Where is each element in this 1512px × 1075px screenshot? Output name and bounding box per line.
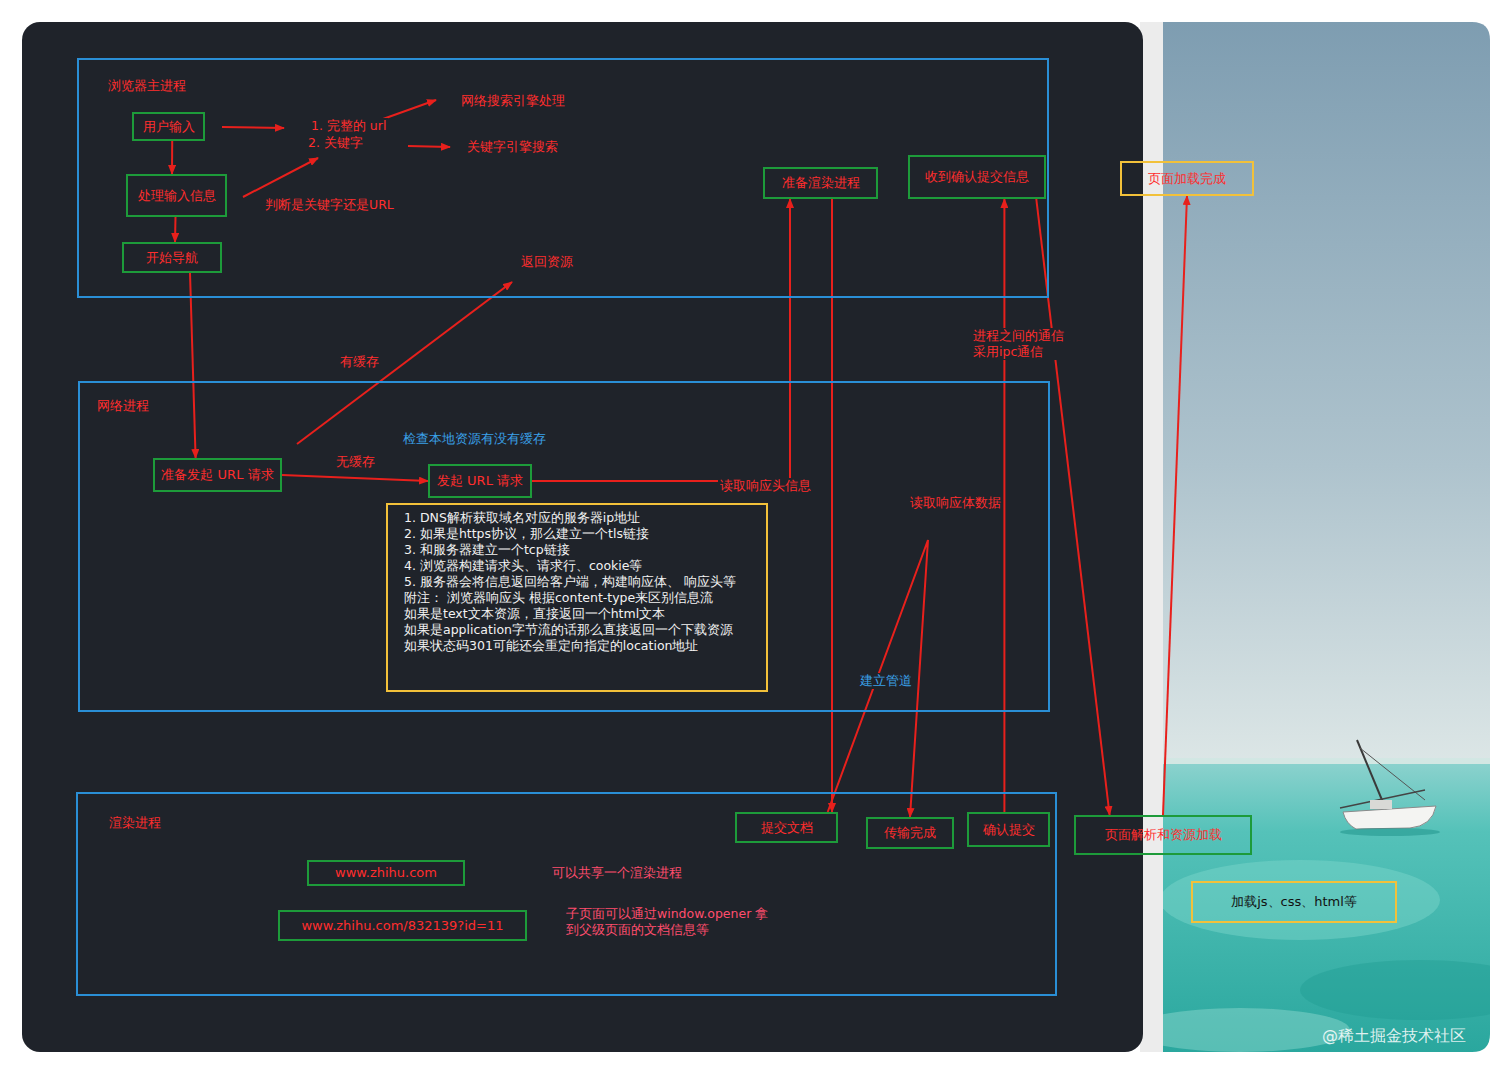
note-label: 子页面可以通过window.opener 拿到父级页面的文档信息等 <box>564 906 778 938</box>
process-box: 开始导航 <box>122 242 222 273</box>
process-box: 准备发起 URL 请求 <box>153 458 282 492</box>
shallow-water <box>1130 1008 1350 1052</box>
process-box: 收到确认提交信息 <box>908 155 1046 199</box>
note-label: 返回资源 <box>519 254 575 270</box>
note-line: 3. 和服务器建立一个tcp链接 <box>404 542 754 558</box>
connector <box>828 540 928 817</box>
connector <box>1163 196 1187 815</box>
box-text: 开始导航 <box>146 250 198 266</box>
option-label: 2. 关键字 <box>306 135 365 151</box>
result-box: 页面加载完成 <box>1120 161 1254 196</box>
box-text: 提交文档 <box>761 820 813 836</box>
note-label: 读取响应体数据 <box>908 495 1003 511</box>
url-box: www.zhihu.com/832139?id=11 <box>278 910 527 941</box>
process-box: 准备渲染进程 <box>763 167 878 199</box>
note-line: 1. DNS解析获取域名对应的服务器ip地址 <box>404 510 754 526</box>
option-label: 1. 完整的 url <box>309 118 388 134</box>
url-box: www.zhihu.com <box>307 860 465 886</box>
process-box: 传输完成 <box>866 817 954 849</box>
leader-arrow <box>243 158 318 197</box>
connector <box>831 199 833 812</box>
process-box: 处理输入信息 <box>126 174 227 217</box>
note-line: 如果状态码301可能还会重定向指定的location地址 <box>404 638 754 654</box>
note-label: 有缓存 <box>338 354 381 370</box>
connector <box>282 475 428 481</box>
process-box: 确认提交 <box>967 812 1050 847</box>
note-label: 可以共享一个渲染进程 <box>550 865 684 881</box>
note-label: 网络搜索引擎处理 <box>459 93 567 109</box>
beach-photo <box>1130 22 1512 1052</box>
note-line: 如果是text文本资源，直接返回一个html文本 <box>404 606 754 622</box>
box-text: 传输完成 <box>884 825 936 841</box>
boat-outrigger <box>1340 790 1425 808</box>
box-text: 加载js、css、html等 <box>1231 894 1357 910</box>
leader-arrow <box>383 100 436 119</box>
boat-hull <box>1343 806 1436 829</box>
note-line: 2. 如果是https协议，那么建立一个tls链接 <box>404 526 754 542</box>
box-text: www.zhihu.com/832139?id=11 <box>301 918 503 934</box>
connector <box>190 273 196 458</box>
process-box: 发起 URL 请求 <box>428 464 532 498</box>
note-line: 5. 服务器会将信息返回给客户端，构建响应体、 响应头等 <box>404 574 754 590</box>
note-line: 附注： 浏览器响应头 根据content-type来区别信息流 <box>404 590 754 606</box>
deep-water <box>1300 960 1512 1020</box>
process-heading: 渲染进程 <box>109 815 161 831</box>
process-heading: 网络进程 <box>97 398 149 414</box>
shallow-water <box>1160 860 1440 940</box>
box-text: 页面加载完成 <box>1148 171 1226 187</box>
horizon <box>1163 758 1490 764</box>
note-label: 检查本地资源有没有缓存 <box>401 431 548 447</box>
watermark: @稀土掘金技术社区 <box>1320 1026 1468 1046</box>
boat-cabin <box>1370 800 1392 809</box>
connector <box>532 199 790 481</box>
connector <box>1003 199 1005 812</box>
note-line: 如果是application字节流的话那么直接返回一个下载资源 <box>404 622 754 638</box>
process-heading: 浏览器主进程 <box>108 78 186 94</box>
box-text: 确认提交 <box>983 822 1035 838</box>
note-box: 1. DNS解析获取域名对应的服务器ip地址2. 如果是https协议，那么建立… <box>386 503 768 692</box>
leader-arrow <box>408 146 450 147</box>
process-box: 用户输入 <box>132 112 205 141</box>
note-label: 判断是关键字还是URL <box>263 197 396 213</box>
note-label: 关键字引擎搜索 <box>465 139 560 155</box>
box-text: www.zhihu.com <box>335 865 437 881</box>
note-label: 进程之间的通信 采用ipc通信 <box>971 328 1071 360</box>
box-text: 处理输入信息 <box>138 188 216 204</box>
process-box: 提交文档 <box>735 812 838 843</box>
box-text: 页面解析和资源加载 <box>1105 827 1222 843</box>
box-text: 准备渲染进程 <box>782 175 860 191</box>
process-box: 页面解析和资源加载 <box>1074 815 1252 855</box>
process-band: 渲染进程 提交文档 传输完成 确认提交 www.zhihu.com www.zhihu.c… <box>76 792 1057 996</box>
process-band: 网络进程准备发起 URL 请求 发起 URL 请求 1. DNS解析获取域名对应的服… <box>78 381 1050 712</box>
box-text: 收到确认提交信息 <box>925 169 1029 185</box>
sky <box>1163 22 1490 762</box>
box-text: 发起 URL 请求 <box>437 473 523 489</box>
box-text: 用户输入 <box>143 119 195 135</box>
leader-arrow <box>297 282 512 444</box>
note-label: 建立管道 <box>858 673 914 689</box>
note-box: 加载js、css、html等 <box>1191 881 1397 923</box>
box-text: 准备发起 URL 请求 <box>161 467 273 483</box>
boat-shadow <box>1340 828 1440 836</box>
dark-panel <box>22 22 1143 1052</box>
leader-arrow <box>222 127 284 128</box>
connector <box>174 217 177 242</box>
connector <box>171 141 173 174</box>
note-line: 4. 浏览器构建请求头、请求行、cookie等 <box>404 558 754 574</box>
edge-label: 无缓存 <box>334 454 377 470</box>
edge-label: 读取响应头信息 <box>718 478 813 494</box>
